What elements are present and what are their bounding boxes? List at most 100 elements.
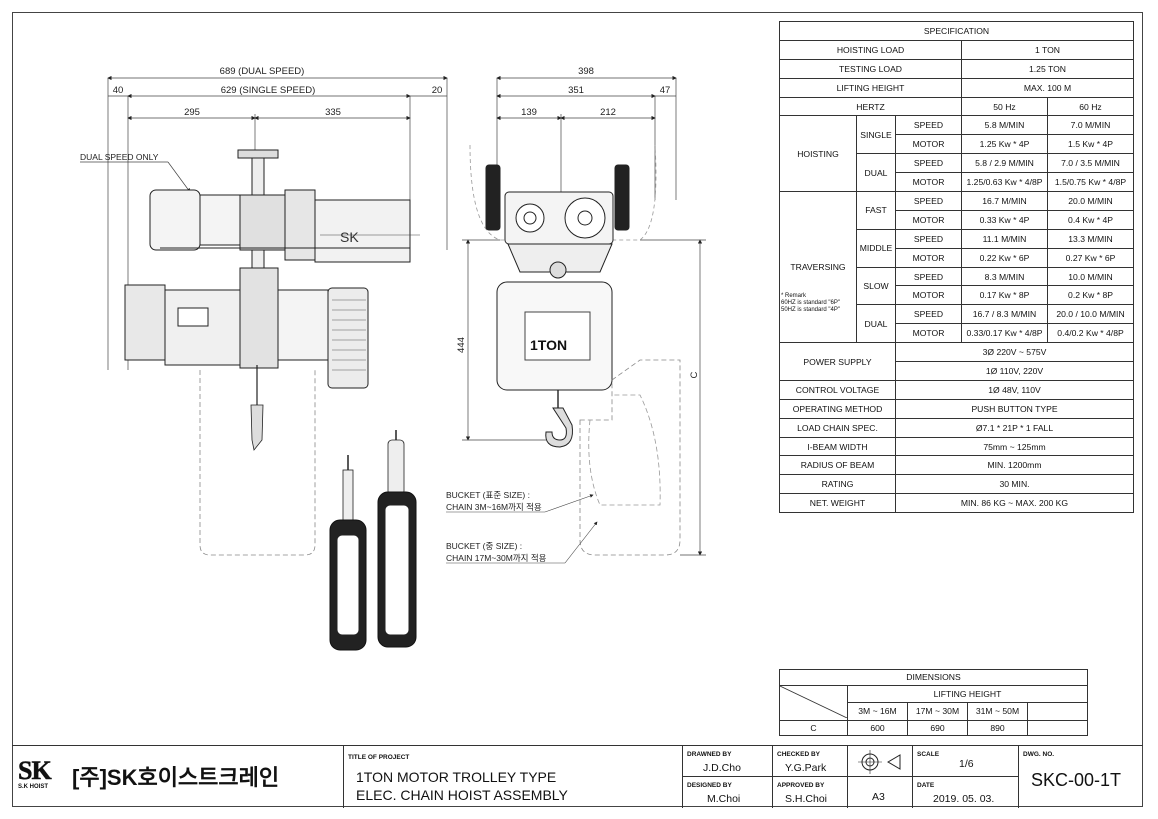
spec-label: TESTING LOAD [779, 58, 962, 79]
dim-single-speed: 629 (SINGLE SPEED) [221, 85, 316, 96]
spec-sub: SPEED [895, 115, 962, 136]
dims-value: 600 [847, 719, 908, 736]
spec-sub: SINGLE [856, 115, 896, 155]
dwg-label: DWG. NO. [1023, 751, 1055, 758]
spec-value: 13.3 M/MIN [1047, 228, 1134, 249]
drawn-label: DRAWNED BY [687, 751, 732, 758]
spec-value: 0.2 Kw * 8P [1047, 285, 1134, 306]
spec-value: MAX. 100 M [961, 77, 1134, 98]
dual-speed-only-note: DUAL SPEED ONLY [80, 152, 159, 162]
date-cell: DATE 2019. 05. 03. [912, 777, 1018, 808]
bucket-std-note: BUCKET (표준 SIZE) : [446, 490, 530, 500]
spec-sub: SPEED [895, 153, 962, 174]
spec-value: 0.4 Kw * 4P [1047, 209, 1134, 230]
dim-295: 295 [184, 107, 200, 118]
spec-label: RADIUS OF BEAM [779, 455, 896, 476]
dims-title: DIMENSIONS [779, 669, 1088, 686]
spec-value: 0.33/0.17 Kw * 4/8P [961, 323, 1048, 344]
spec-value: 16.7 M/MIN [961, 191, 1048, 211]
dims-range: 3M ~ 16M [847, 702, 908, 721]
spec-value: 1Ø 48V, 110V [895, 379, 1134, 400]
spec-value: 5.8 / 2.9 M/MIN [961, 153, 1048, 174]
spec-sub: MOTOR [895, 172, 962, 193]
logo-mark: SK [18, 756, 52, 785]
sheet-cell: A3 [847, 777, 912, 808]
dim-40: 40 [113, 85, 124, 96]
spec-sub: MOTOR [895, 247, 962, 268]
bucket-mid-chain-note: CHAIN 17M~30M까지 적용 [446, 553, 547, 563]
spec-value: 50 Hz [961, 96, 1048, 117]
dims-range: 17M ~ 30M [907, 702, 968, 721]
scale-value: 1/6 [959, 758, 974, 770]
dims-lifting-height: LIFTING HEIGHT [847, 684, 1088, 703]
spec-value: 60 Hz [1047, 96, 1134, 117]
remark-line: 50HZ is standard "4P" [781, 307, 840, 314]
spec-value: 3Ø 220V ~ 575V [895, 342, 1134, 363]
spec-label: HOISTING [779, 115, 857, 193]
front-bucket-medium [579, 359, 681, 556]
spec-sub: SPEED [895, 266, 962, 287]
spec-value: 7.0 / 3.5 M/MIN [1047, 153, 1134, 174]
projection-symbol-cell [847, 746, 912, 777]
side-view-fins [332, 299, 366, 371]
spec-value: 1 TON [961, 39, 1134, 60]
spec-sub: MIDDLE [856, 228, 896, 268]
pendant-large [377, 430, 417, 648]
dim-212: 212 [600, 107, 616, 118]
spec-value: 0.22 Kw * 6P [961, 247, 1048, 268]
scale-label: SCALE [917, 751, 940, 758]
spec-value: 0.27 Kw * 6P [1047, 247, 1134, 268]
spec-value: 11.1 M/MIN [961, 228, 1048, 249]
drawing-frame [12, 12, 1143, 807]
bucket-mid-note: BUCKET (중 SIZE) : [446, 541, 522, 551]
dim-c: C [689, 371, 700, 378]
spec-value: 1.25 Kw * 4P [961, 134, 1048, 155]
spec-value: 1Ø 110V, 220V [895, 361, 1134, 381]
spec-value: 75mm ~ 125mm [895, 436, 1134, 457]
spec-sub: MOTOR [895, 209, 962, 230]
checked-cell: CHECKED BY Y.G.Park [772, 746, 847, 777]
side-hook [250, 404, 264, 451]
spec-value: 16.7 / 8.3 M/MIN [961, 304, 1048, 325]
title-label: TITLE OF PROJECT [348, 754, 410, 761]
company-logo: SK S.K HOIST [18, 756, 64, 790]
title-line1: 1TON MOTOR TROLLEY TYPE [356, 769, 557, 785]
sk-mark: SK [340, 229, 359, 245]
remark-note: * Remark 60HZ is standard "6P" 50HZ is s… [781, 293, 840, 314]
spec-value: 30 MIN. [895, 474, 1134, 495]
spec-value: 1.25/0.63 Kw * 4/8P [961, 172, 1048, 193]
front-bucket-standard [588, 394, 661, 506]
side-bucket [199, 370, 316, 556]
dims-empty [1027, 719, 1088, 736]
spec-label: LOAD CHAIN SPEC. [779, 417, 896, 438]
spec-value: 0.4/0.2 Kw * 4/8P [1047, 323, 1134, 344]
spec-value: MIN. 1200mm [895, 455, 1134, 476]
spec-label-traversing: TRAVERSING * Remark 60HZ is standard "6P… [779, 191, 857, 344]
dims-value: 690 [907, 719, 968, 736]
spec-value: 20.0 / 10.0 M/MIN [1047, 304, 1134, 325]
spec-sub: DUAL [856, 153, 896, 193]
spec-value: 1.25 TON [961, 58, 1134, 79]
remark-line: * Remark [781, 293, 807, 300]
spec-sub: SPEED [895, 228, 962, 249]
pendant-small [329, 455, 367, 651]
dwg-number: SKC-00-1T [1031, 770, 1122, 790]
dims-empty [1027, 702, 1088, 721]
spec-sub: SPEED [895, 191, 962, 211]
designed-label: DESIGNED BY [687, 782, 732, 789]
spec-sub: MOTOR [895, 285, 962, 306]
diagonal-line [779, 685, 848, 718]
spec-label: POWER SUPPLY [779, 342, 896, 381]
spec-value: Ø7.1 * 21P * 1 FALL [895, 417, 1134, 438]
company-name: [주]SK호이스트크레인 [72, 765, 280, 790]
spec-value: 8.3 M/MIN [961, 266, 1048, 287]
spec-label: CONTROL VOLTAGE [779, 379, 896, 400]
spec-value: 1.5 Kw * 4P [1047, 134, 1134, 155]
dwg-cell: DWG. NO. SKC-00-1T [1018, 746, 1143, 808]
dim-351: 351 [568, 85, 584, 96]
approved-label: APPROVED BY [777, 782, 825, 789]
spec-value: 10.0 M/MIN [1047, 266, 1134, 287]
spec-sub: MOTOR [895, 323, 962, 344]
